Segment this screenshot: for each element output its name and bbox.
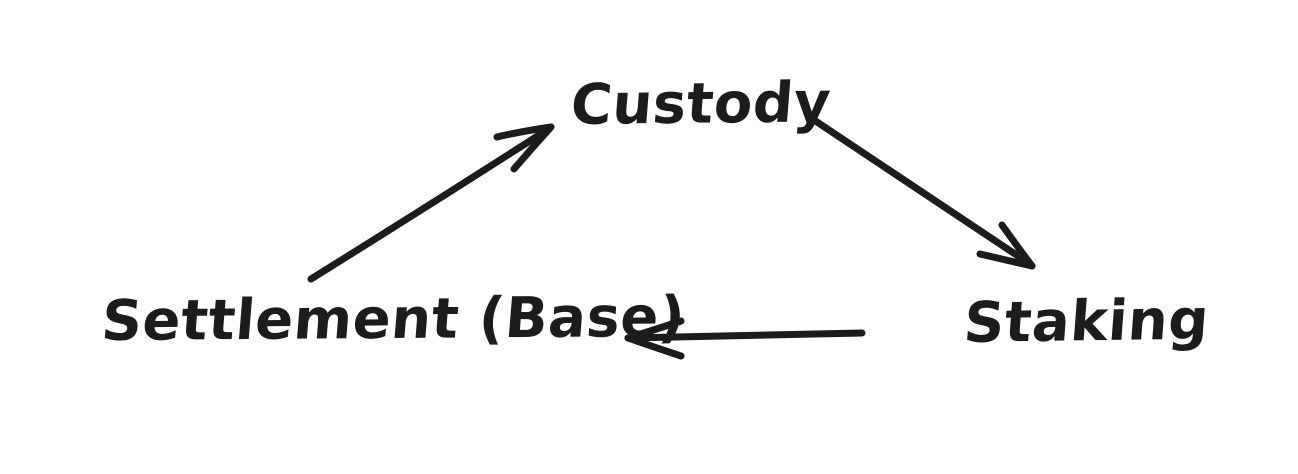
arrow-shaft — [810, 116, 1034, 268]
arrow-staking-to-settlement — [624, 317, 866, 360]
node-label-staking: Staking — [961, 287, 1212, 356]
arrow-custody-to-staking — [810, 116, 1036, 270]
arrowhead-barb-lower — [976, 250, 1036, 270]
arrow-shaft — [307, 124, 554, 283]
arrowhead-barb-lower — [624, 334, 685, 360]
arrowhead-barb-lower — [510, 123, 555, 173]
node-label-custody: Custody — [568, 70, 834, 138]
arrow-settlement-to-custody — [307, 123, 555, 283]
node-label-settlement: Settlement (Base) — [99, 284, 688, 354]
arrow-shaft — [626, 329, 866, 342]
